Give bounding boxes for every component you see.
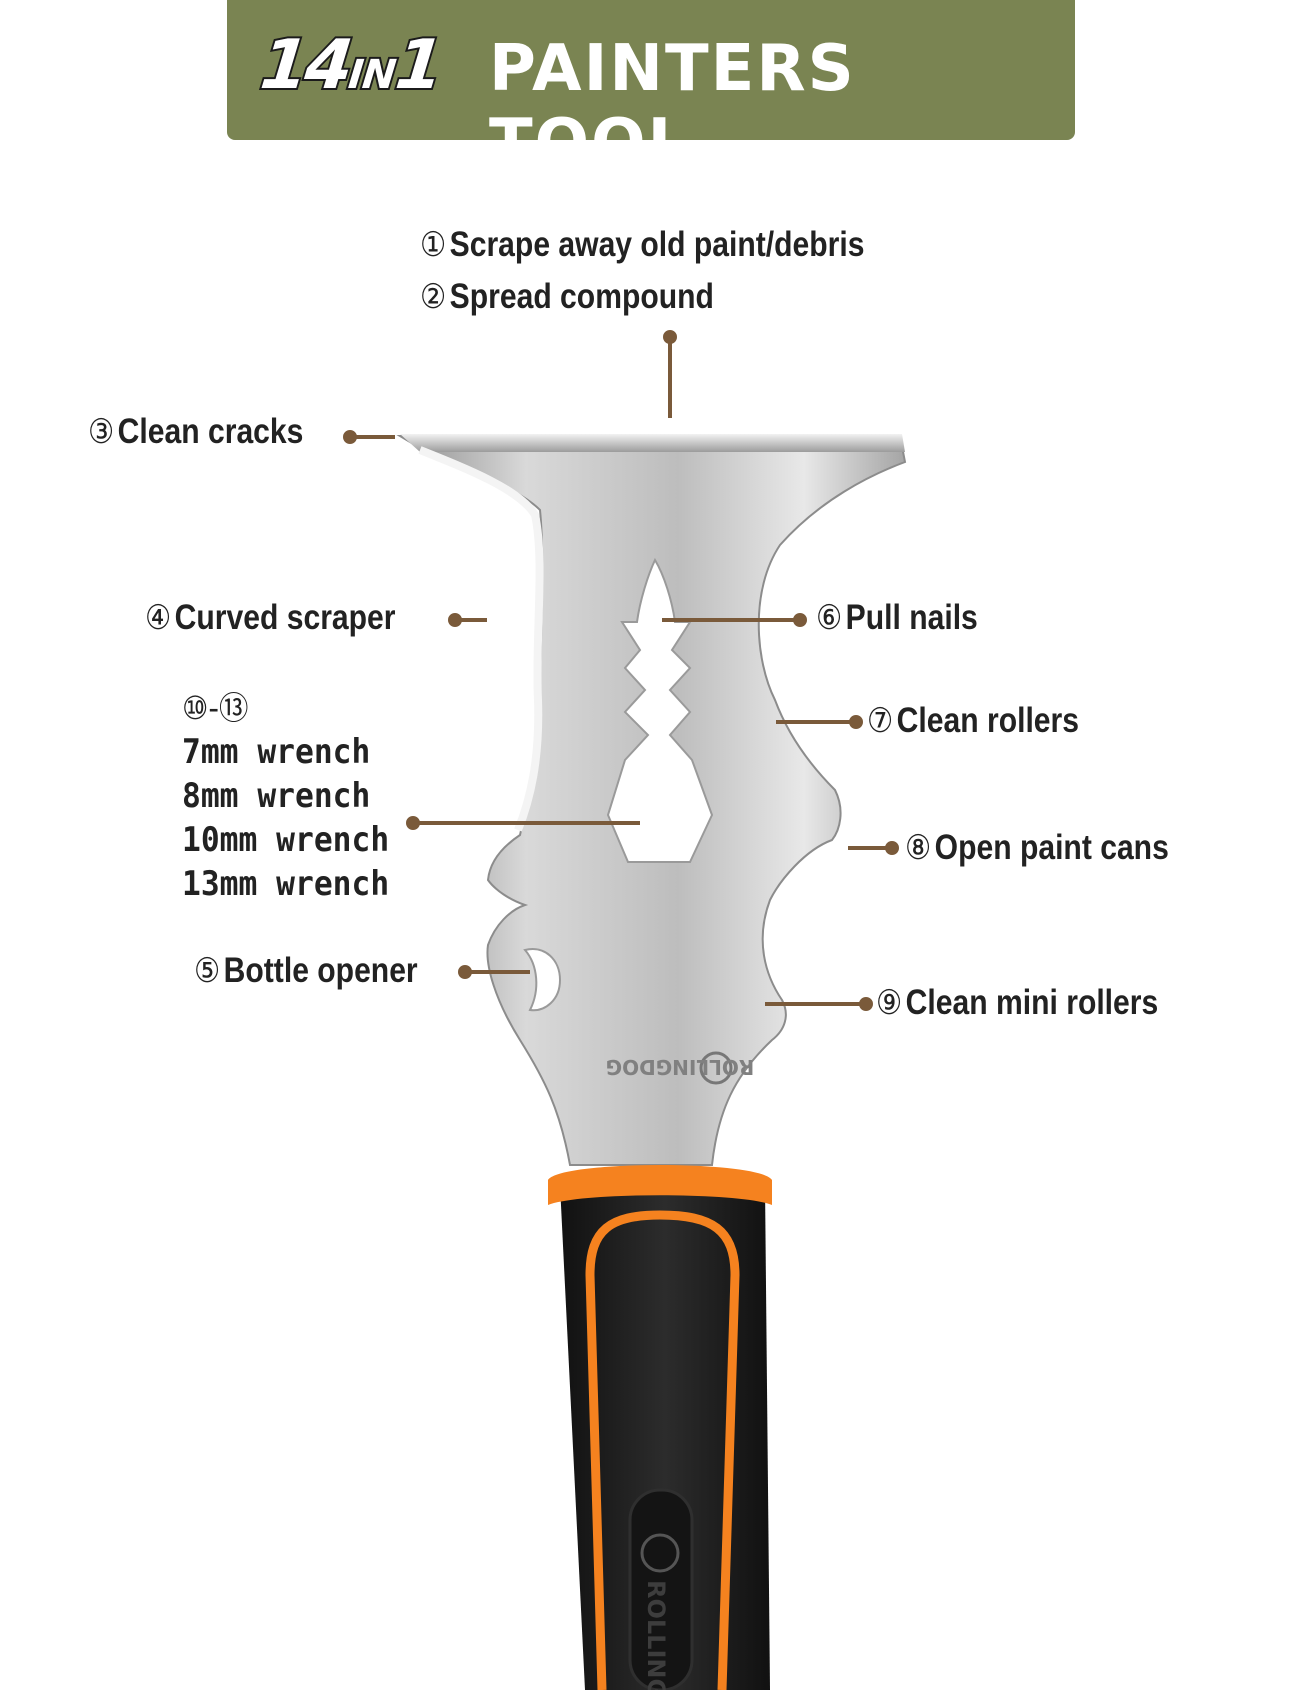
callout-3-label: Clean cracks [117, 412, 304, 451]
callout-3: ③Clean cracks [88, 411, 303, 453]
callout-4-label: Curved scraper [174, 598, 396, 637]
blade-logo-text: ROLLINGDOG [606, 1055, 755, 1079]
wrench-size-8mm: 8mm wrench [182, 776, 371, 816]
callout-7-number: ⑦ [867, 701, 894, 741]
callout-9-label: Clean mini rollers [905, 983, 1159, 1022]
wrench-callout: ⑩-⑬ 7mm wrench 8mm wrench 10mm wrench 13… [182, 686, 389, 906]
callout-8-number: ⑧ [905, 828, 932, 868]
handle-logo-icon [640, 1533, 680, 1573]
wrench-size-7mm: 7mm wrench [182, 732, 371, 772]
wrench-size-10mm: 10mm wrench [182, 820, 390, 860]
callout-4-number: ④ [145, 598, 172, 638]
nail-wrench-slot [606, 557, 714, 863]
handle [560, 1173, 770, 1690]
callout-9-number: ⑨ [876, 983, 903, 1023]
callout-7: ⑦Clean rollers [867, 700, 1079, 742]
callout-4: ④Curved scraper [145, 597, 396, 639]
callout-6-label: Pull nails [845, 598, 978, 637]
callout-2-label: Spread compound [449, 277, 714, 316]
leader-lines [343, 330, 899, 1011]
callout-2: ②Spread compound [420, 276, 714, 318]
callout-1: ①Scrape away old paint/debris [420, 224, 865, 266]
leader-dot-1-2 [663, 330, 677, 344]
callout-2-number: ② [420, 277, 447, 317]
callout-1-label: Scrape away old paint/debris [449, 225, 865, 264]
callout-8-label: Open paint cans [934, 828, 1169, 867]
leader-dot-3 [343, 430, 357, 444]
title-banner: 14IN1 PAINTERS TOOL [227, 0, 1075, 180]
leader-dot-6 [793, 613, 807, 627]
callout-6-number: ⑥ [816, 598, 843, 638]
banner-title: PAINTERS TOOL [489, 32, 856, 180]
callout-6: ⑥Pull nails [816, 597, 978, 639]
leader-dot-4 [448, 613, 462, 627]
callout-1-number: ① [420, 225, 447, 265]
blade-top-edge [400, 434, 905, 452]
callout-5: ⑤Bottle opener [194, 950, 418, 992]
bottle-opener-notch [523, 948, 562, 1012]
leader-dot-9 [859, 997, 873, 1011]
blade-logo: ROLLINGDOG [606, 1051, 755, 1085]
handle-orange-collar [548, 1165, 772, 1205]
handle-logo-text: ROLLING [642, 1580, 670, 1690]
callout-5-number: ⑤ [194, 951, 221, 991]
callout-5-label: Bottle opener [223, 951, 418, 990]
callout-3-number: ③ [88, 412, 115, 452]
callout-9: ⑨Clean mini rollers [876, 982, 1158, 1024]
blade-curved-edge [418, 446, 544, 832]
leader-dot-wrench [406, 816, 420, 830]
handle-orange-stripe [585, 1210, 740, 1690]
callout-8: ⑧Open paint cans [905, 827, 1169, 869]
wrench-range: ⑩-⑬ [182, 689, 249, 727]
leader-dot-8 [885, 841, 899, 855]
leader-dot-7 [849, 715, 863, 729]
wrench-size-13mm: 13mm wrench [182, 864, 390, 904]
leader-dot-5 [458, 965, 472, 979]
callout-7-label: Clean rollers [896, 701, 1080, 740]
